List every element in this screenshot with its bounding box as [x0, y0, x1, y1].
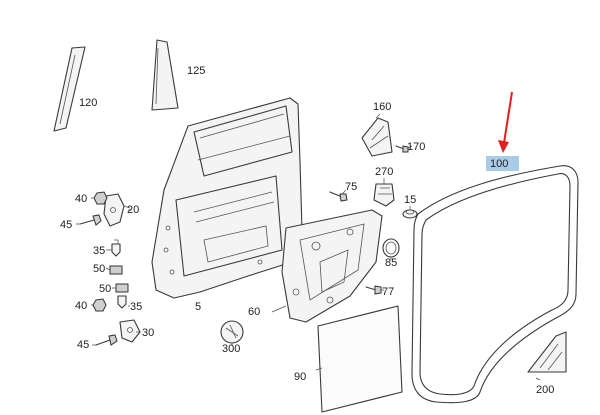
part-30-bracket — [119, 319, 141, 343]
part-50-grommet-top — [109, 265, 123, 275]
part-45-screw-bottom — [95, 334, 118, 346]
part-120-trim-strip — [53, 46, 86, 132]
part-75-bolt — [329, 191, 348, 202]
label-5: 5 — [195, 301, 201, 313]
part-200-corner-trim — [527, 331, 567, 373]
part-60-regulator-panel — [281, 209, 383, 323]
part-15-grommet — [402, 209, 418, 219]
label-15: 15 — [404, 194, 416, 206]
part-50-grommet-bottom — [115, 283, 129, 293]
label-100: 100 — [490, 158, 508, 170]
part-90-membrane — [317, 305, 403, 413]
label-300: 300 — [222, 343, 240, 355]
part-160-speaker-cover — [361, 117, 393, 157]
part-270-actuator — [373, 183, 395, 207]
part-5-door-shell — [151, 97, 303, 299]
part-45-screw-top — [79, 214, 102, 226]
label-50-top: 50 — [93, 263, 105, 275]
part-77-screw — [365, 285, 382, 295]
label-40-bottom: 40 — [75, 300, 87, 312]
part-40-nut-bottom — [92, 298, 107, 312]
part-170-bolt — [395, 145, 409, 153]
label-40-top: 40 — [75, 193, 87, 205]
label-35-top: 35 — [93, 245, 105, 257]
label-50-bottom: 50 — [99, 283, 111, 295]
part-35-clip-bottom — [117, 295, 127, 309]
label-35-bottom: 35 — [130, 301, 142, 313]
label-90: 90 — [294, 371, 306, 383]
part-100-door-seal — [411, 165, 579, 404]
label-60: 60 — [248, 306, 260, 318]
part-85-ring — [382, 238, 400, 258]
part-125-triangle-panel — [151, 39, 179, 111]
label-200: 200 — [536, 384, 554, 396]
label-75: 75 — [345, 181, 357, 193]
label-160: 160 — [373, 101, 391, 113]
label-85: 85 — [385, 257, 397, 269]
label-45-bottom: 45 — [77, 339, 89, 351]
label-30: 30 — [142, 327, 154, 339]
label-170: 170 — [407, 141, 425, 153]
label-125: 125 — [187, 65, 205, 77]
label-20: 20 — [127, 204, 139, 216]
callout-labels: 120 125 160 170 270 75 15 85 77 90 200 1… — [60, 65, 554, 396]
part-35-clip-top — [111, 239, 121, 257]
label-270: 270 — [375, 166, 393, 178]
label-77: 77 — [382, 286, 394, 298]
leader-lines — [76, 113, 541, 381]
label-120: 120 — [79, 97, 97, 109]
highlight-box-100 — [486, 156, 519, 171]
label-45-top: 45 — [60, 219, 72, 231]
part-300-round-cover — [220, 320, 244, 344]
red-arrow-icon — [498, 91, 513, 153]
part-40-nut-top — [93, 191, 108, 205]
part-20-latch — [103, 193, 131, 227]
